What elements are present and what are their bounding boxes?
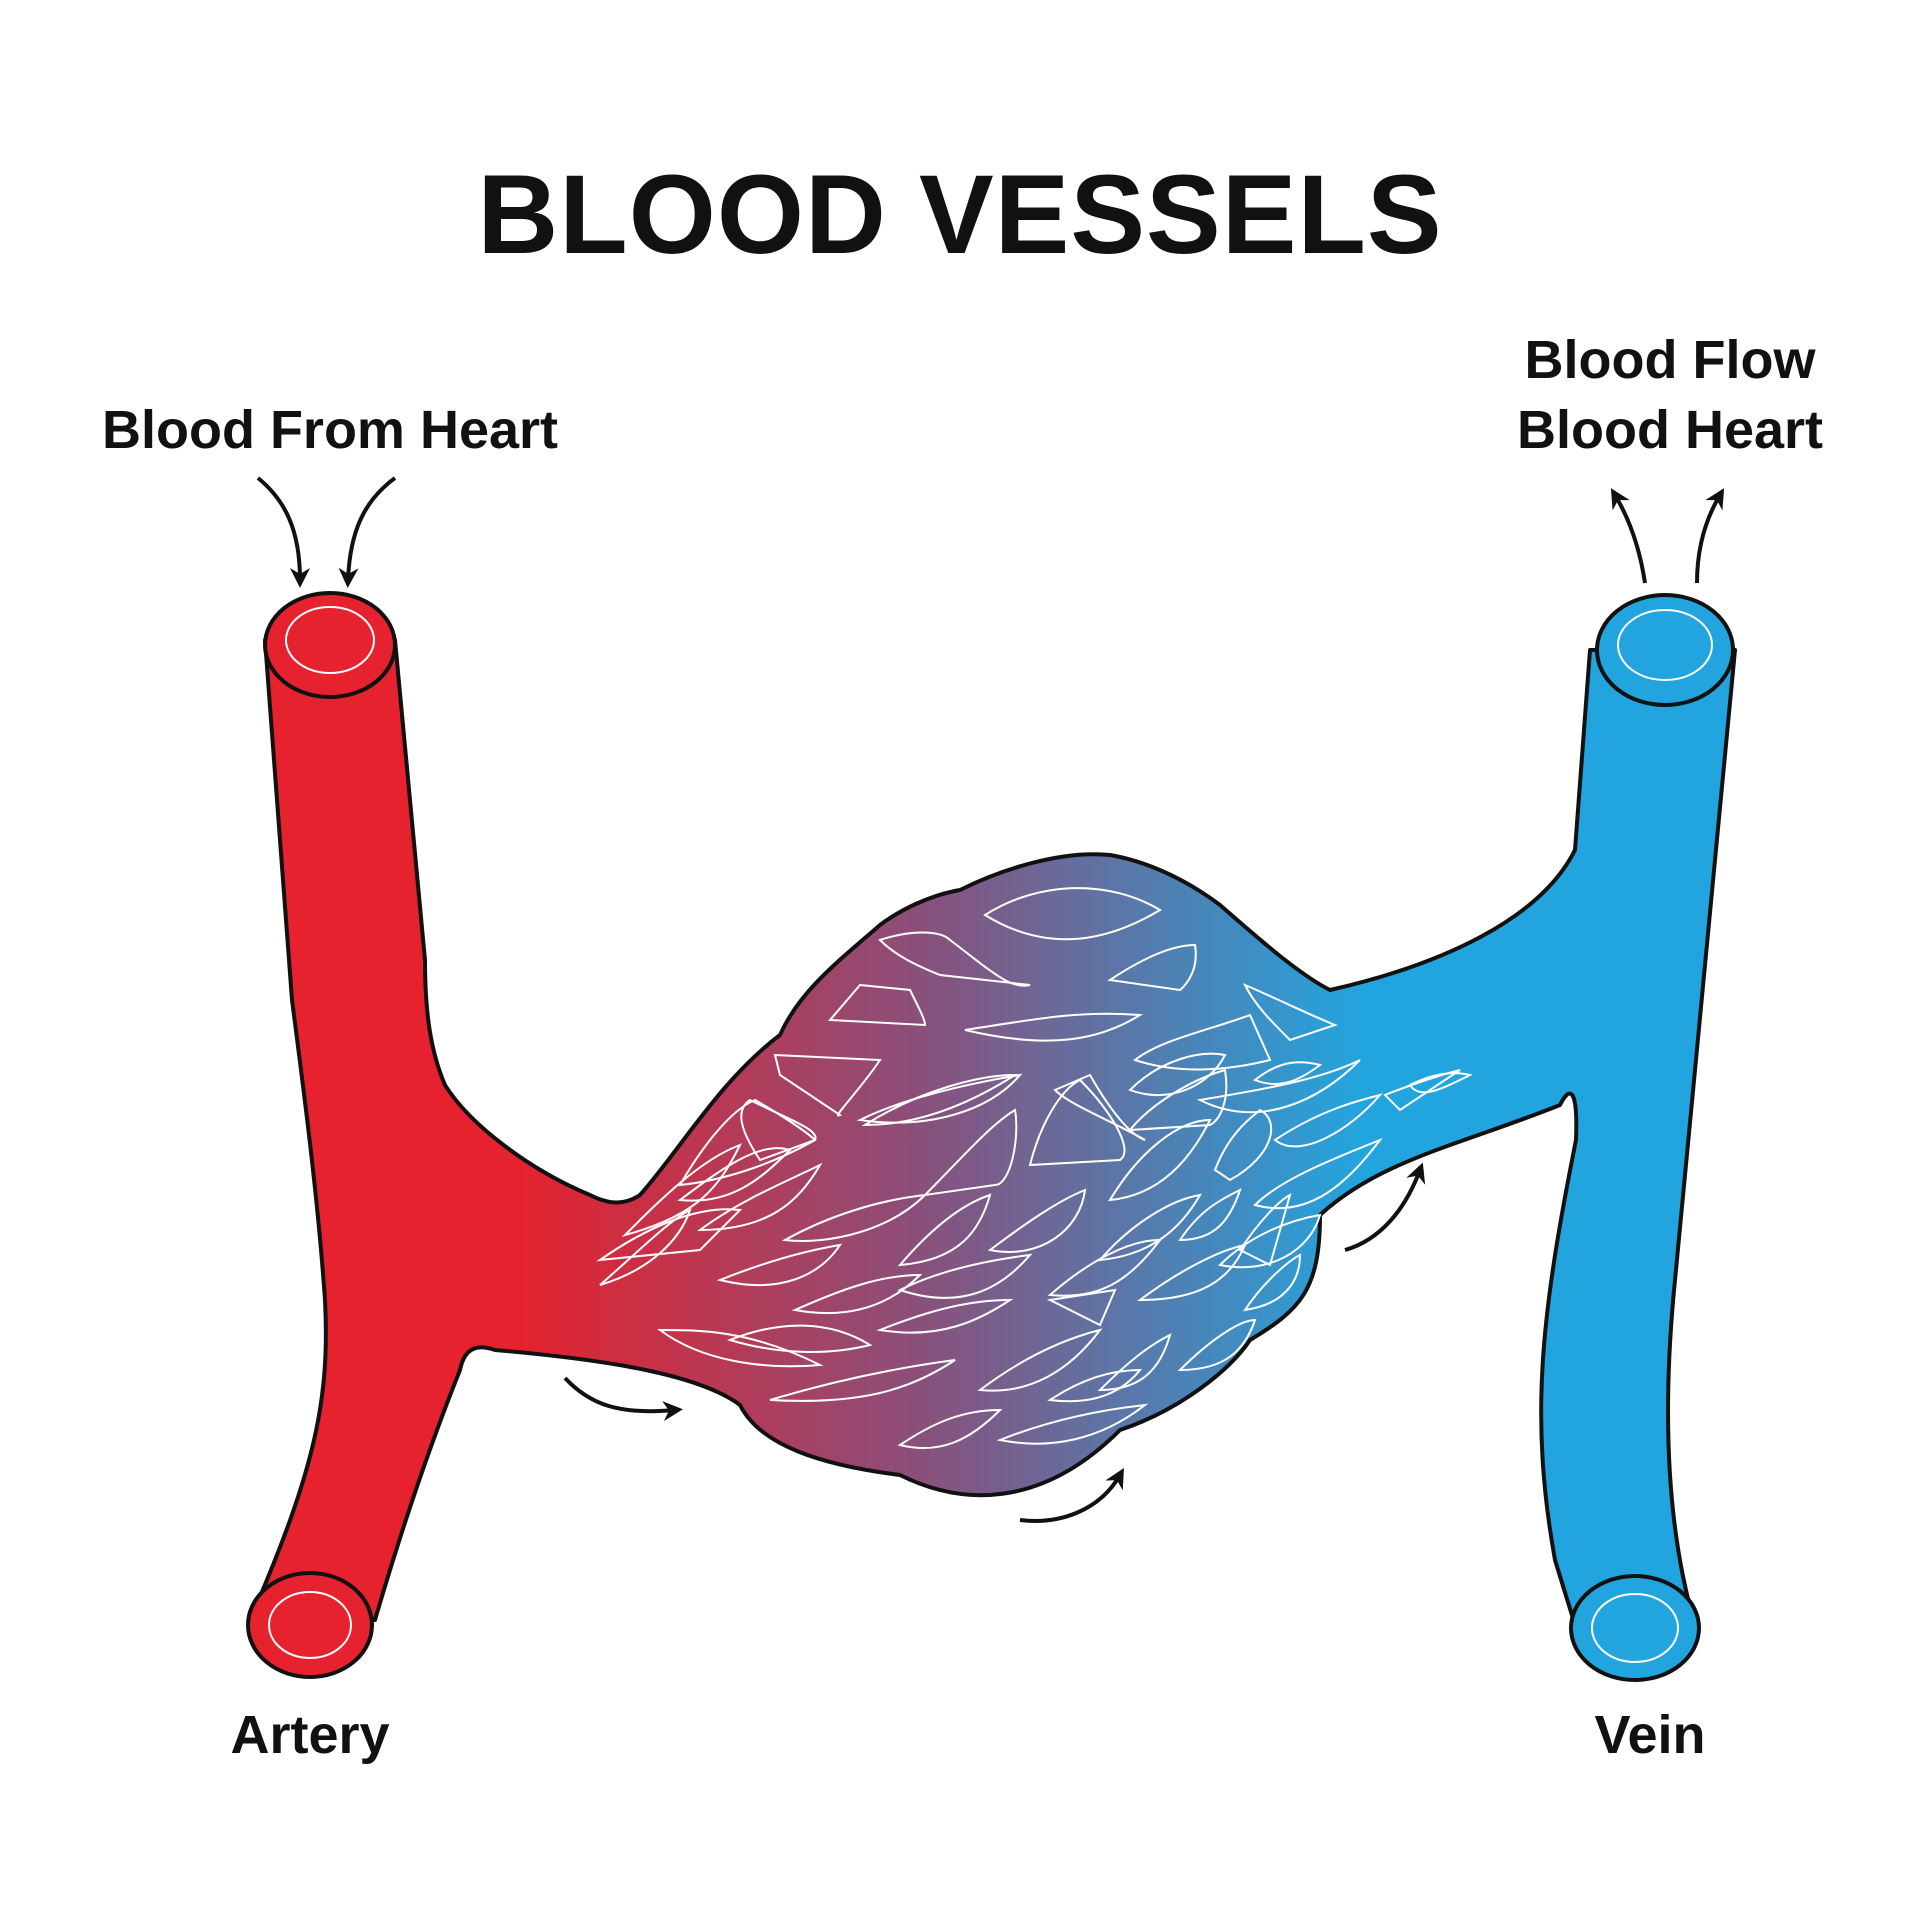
vessel-network	[248, 638, 1737, 1627]
artery-top-cap	[263, 591, 397, 699]
arrow-capillary-bottom	[1019, 1468, 1124, 1523]
label-blood-flow: Blood Flow Blood Heart	[1490, 325, 1850, 465]
flow-arrows	[256, 476, 1725, 1523]
label-blood-flow-line1: Blood Flow	[1524, 330, 1816, 390]
label-vein: Vein	[1594, 1705, 1706, 1765]
vein-bottom-cap	[1569, 1574, 1701, 1682]
arrow-into-artery-right	[338, 476, 397, 588]
arrow-out-of-vein-right	[1695, 488, 1725, 584]
artery-bottom-cap	[246, 1571, 374, 1679]
label-artery: Artery	[230, 1705, 390, 1765]
label-blood-flow-line2: Blood Heart	[1516, 400, 1824, 460]
arrow-out-of-vein-left	[1610, 488, 1647, 584]
arrow-into-artery-left	[256, 476, 310, 588]
arrow-artery-to-capillary	[563, 1376, 683, 1422]
arrow-capillary-to-vein	[1344, 1162, 1426, 1252]
capillary-mesh	[596, 887, 1473, 1450]
vein-top-cap	[1595, 593, 1735, 707]
label-blood-from-heart: Blood From Heart	[101, 400, 559, 460]
diagram-title: BLOOD VESSELS	[477, 152, 1443, 277]
